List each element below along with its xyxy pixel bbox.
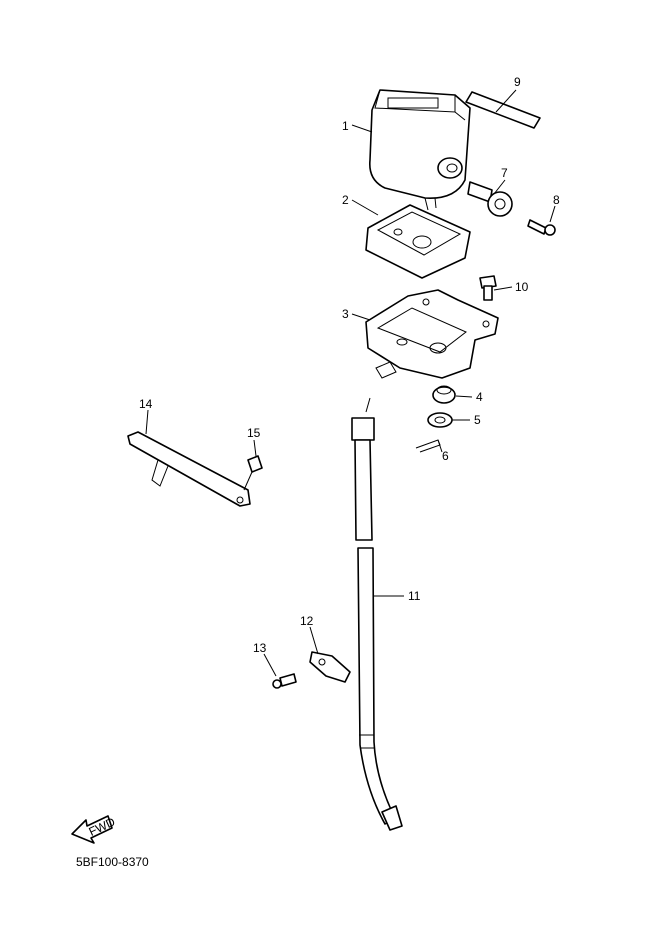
speedometer-housing [368,89,471,211]
part-12-clamp [309,651,351,683]
part-4-grommet [432,385,456,404]
part-11-cable [351,397,403,831]
part-7-gear [467,181,513,217]
callout-9: 9 [514,75,521,89]
callout-7: 7 [501,166,508,180]
part-2-damper [365,204,471,279]
leader-lines [145,89,556,677]
callout-11: 11 [408,589,421,603]
callout-14: 14 [139,397,153,411]
callout-5: 5 [474,413,481,427]
fwd-label: FWD [87,815,118,839]
callout-1: 1 [342,119,349,133]
part-9-strip [465,91,541,129]
callout-13: 13 [253,641,267,655]
part-8-screw [527,219,556,236]
callout-6: 6 [442,449,449,463]
callout-4: 4 [476,390,483,404]
part-6-clip [415,439,441,453]
drawing-code: 5BF100-8370 [76,855,149,869]
part-15-bolt [243,455,263,491]
part-14-stay [127,431,251,507]
part-13-screw [272,673,297,689]
callout-12: 12 [300,614,314,628]
callout-8: 8 [553,193,560,207]
callout-15: 15 [247,426,261,440]
callout-3: 3 [342,307,349,321]
part-10-bolt [479,275,497,301]
callout-10: 10 [515,280,529,294]
callout-2: 2 [342,193,349,207]
part-3-bracket [365,289,499,379]
part-5-washer [427,412,453,428]
fwd-arrow-icon: FWD [71,815,118,844]
callout-labels: 1 2 3 4 5 6 7 8 9 10 11 12 13 14 15 [139,75,560,655]
